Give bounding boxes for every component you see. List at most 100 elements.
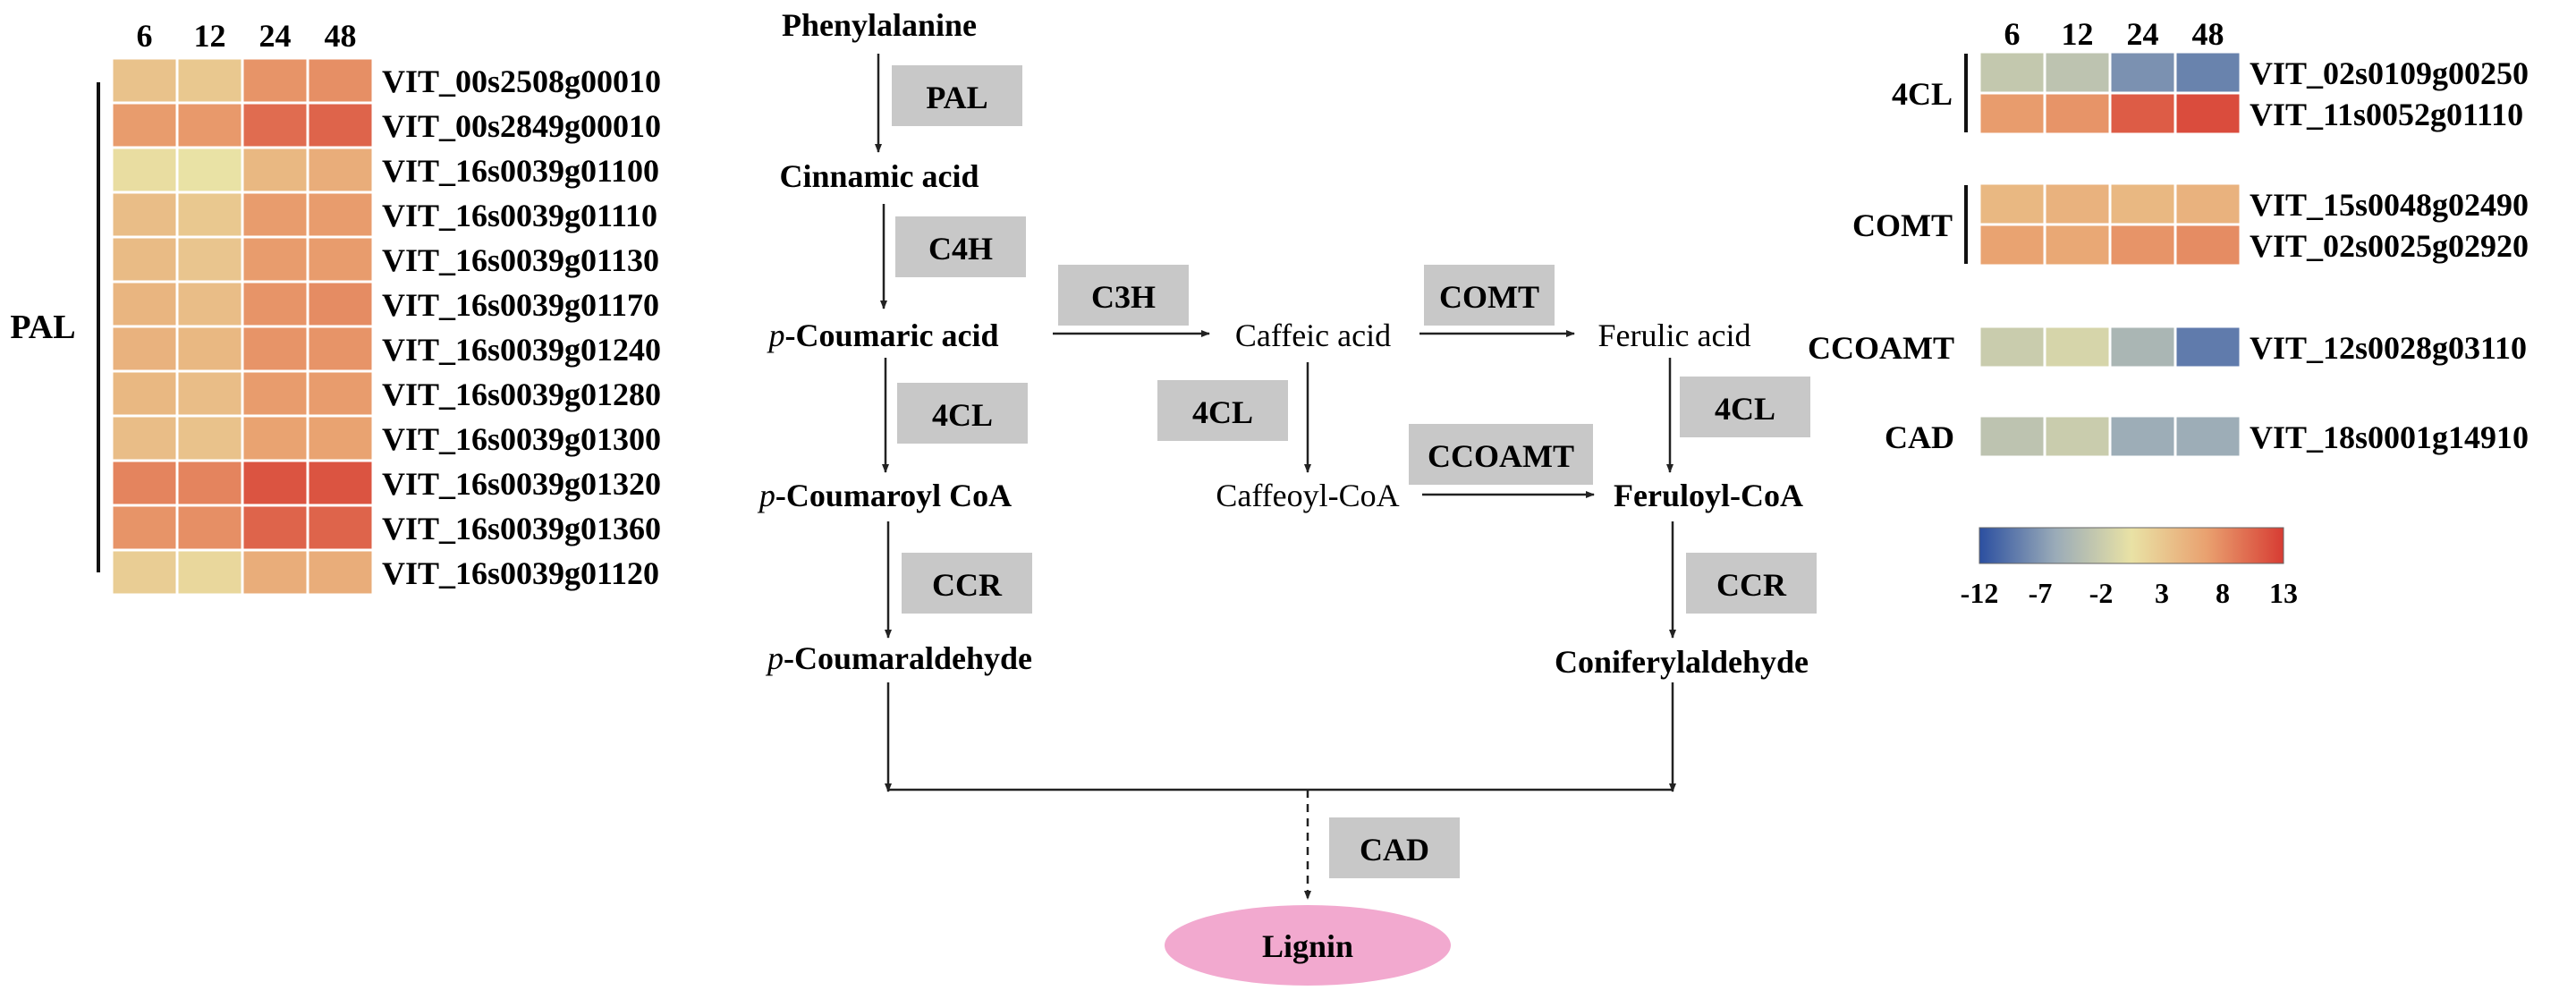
pal-gene-label: VIT_16s0039g01120 xyxy=(382,555,659,591)
pal-heatmap-cell xyxy=(306,459,375,507)
pal-gene-label: VIT_16s0039g01300 xyxy=(382,421,661,457)
enzyme-box-ccr-right xyxy=(1686,553,1817,614)
right-heatmap-cell xyxy=(2043,182,2112,226)
metabolite-p-coumaraldehyde: p-Coumaraldehyde xyxy=(765,640,1032,676)
pal-heatmap-cell xyxy=(110,548,179,597)
pal-heatmap-cell xyxy=(110,325,179,373)
right-heatmap-cell xyxy=(2108,182,2177,226)
enzyme-label-ccr-left: CCR xyxy=(932,567,1003,603)
enzyme-label-pal: PAL xyxy=(926,80,987,115)
p-prefix: p xyxy=(767,317,785,353)
pal-heatmap-cell xyxy=(241,414,309,462)
pal-heatmap-cell xyxy=(306,101,375,149)
pal-heatmap-cell xyxy=(110,56,179,105)
pal-heatmap-cell xyxy=(241,190,309,239)
right-heatmap-cell xyxy=(2043,325,2112,369)
pal-heatmap-cell xyxy=(306,280,375,328)
color-scale-tick: -2 xyxy=(2089,577,2114,609)
metabolite-coniferylaldehyde: Coniferylaldehyde xyxy=(1555,644,1809,680)
color-scale-tick: 3 xyxy=(2155,577,2169,609)
enzyme-label-ccoamt: CCOAMT xyxy=(1428,438,1574,474)
color-scale-tick: -7 xyxy=(2029,577,2053,609)
right-column-header: 6 xyxy=(2004,16,2021,52)
group-label: CAD xyxy=(1885,419,1954,455)
pal-heatmap-cell xyxy=(110,369,179,418)
color-scale-tick: 13 xyxy=(2269,577,2298,609)
pal-heatmap-cell xyxy=(306,235,375,284)
pal-gene-label: VIT_00s2508g00010 xyxy=(382,63,661,99)
color-scale-tick: 8 xyxy=(2216,577,2230,609)
pal-heatmap-gene-labels: VIT_00s2508g00010VIT_00s2849g00010VIT_16… xyxy=(382,63,661,591)
pal-gene-label: VIT_16s0039g01170 xyxy=(382,287,659,323)
right-heatmap-cell xyxy=(2174,182,2242,226)
right-heatmap-cell xyxy=(2043,91,2112,136)
metabolite-caffeoyl-coa: Caffeoyl-CoA xyxy=(1216,478,1399,513)
pal-heatmap-cell xyxy=(110,280,179,328)
p-prefix: p xyxy=(765,640,784,676)
pal-heatmap-cell xyxy=(175,190,244,239)
pal-heatmap-cells xyxy=(110,56,375,597)
right-heatmap-gene-labels: VIT_02s0109g00250VIT_11s0052g01110VIT_15… xyxy=(2250,55,2529,455)
right-column-header: 48 xyxy=(2192,16,2224,52)
p-coumaric-acid-rest: -Coumaric acid xyxy=(785,317,999,353)
enzyme-label-cad: CAD xyxy=(1360,832,1429,868)
enzyme-box-c3h xyxy=(1058,265,1189,326)
metabolite-caffeic-acid: Caffeic acid xyxy=(1235,317,1391,353)
right-heatmap-cells xyxy=(1978,50,2242,459)
right-heatmap-cell xyxy=(2108,223,2177,267)
pal-heatmap-cell xyxy=(306,56,375,105)
enzyme-box-4cl-right xyxy=(1680,377,1810,437)
pal-column-header: 48 xyxy=(325,18,357,54)
pal-gene-label: VIT_16s0039g01240 xyxy=(382,332,661,368)
pal-heatmap-cell xyxy=(110,459,179,507)
pal-heatmap-cell xyxy=(306,190,375,239)
pal-heatmap-cell xyxy=(175,280,244,328)
pal-heatmap-cell xyxy=(175,548,244,597)
pal-heatmap-cell xyxy=(306,548,375,597)
enzyme-label-4cl-mid: 4CL xyxy=(1192,394,1253,430)
enzyme-boxes: PAL C4H C3H COMT 4CL 4CL 4CL CCOAMT CCR … xyxy=(892,65,1817,878)
right-heatmap-cell xyxy=(2174,91,2242,136)
right-gene-label: VIT_02s0025g02920 xyxy=(2250,228,2529,264)
pal-heatmap-cell xyxy=(241,459,309,507)
metabolite-p-coumaric-acid: p-Coumaric acid xyxy=(767,317,999,353)
right-gene-label: VIT_02s0109g00250 xyxy=(2250,55,2529,91)
enzyme-label-comt: COMT xyxy=(1439,279,1539,315)
right-heatmap-cell xyxy=(2043,414,2112,459)
enzyme-box-4cl-left xyxy=(897,383,1028,444)
pal-heatmap-cell xyxy=(241,504,309,552)
pal-heatmap-cell xyxy=(110,146,179,194)
pal-heatmap-cell xyxy=(241,280,309,328)
right-gene-label: VIT_11s0052g01110 xyxy=(2250,97,2523,132)
pal-heatmap-cell xyxy=(306,146,375,194)
pal-heatmap-cell xyxy=(110,414,179,462)
right-heatmap-cell xyxy=(1978,182,2046,226)
metabolite-ferulic-acid: Ferulic acid xyxy=(1598,317,1751,353)
pal-column-header: 24 xyxy=(259,18,292,54)
enzyme-label-ccr-right: CCR xyxy=(1716,567,1787,603)
right-heatmap-cell xyxy=(1978,325,2046,369)
group-label: CCOAMT xyxy=(1808,330,1954,366)
metabolite-cinnamic-acid: Cinnamic acid xyxy=(779,158,979,194)
pal-heatmap-cell xyxy=(110,190,179,239)
enzyme-box-cad xyxy=(1329,817,1460,878)
right-heatmap-cell xyxy=(2043,223,2112,267)
pal-gene-label: VIT_16s0039g01280 xyxy=(382,377,661,412)
group-label: COMT xyxy=(1852,207,1953,243)
enzyme-box-pal xyxy=(892,65,1022,126)
metabolite-phenylalanine: Phenylalanine xyxy=(782,7,977,43)
pal-heatmap-cell xyxy=(175,101,244,149)
pal-heatmap-cell xyxy=(175,459,244,507)
pal-gene-label: VIT_00s2849g00010 xyxy=(382,108,661,144)
pal-gene-label: VIT_16s0039g01110 xyxy=(382,198,657,233)
p-coumaroyl-coa-rest: -Coumaroyl CoA xyxy=(775,478,1012,513)
pal-heatmap-cell xyxy=(110,504,179,552)
pal-column-header: 6 xyxy=(137,18,153,54)
right-heatmap-cell xyxy=(2174,223,2242,267)
right-heatmap-cell xyxy=(1978,50,2046,95)
